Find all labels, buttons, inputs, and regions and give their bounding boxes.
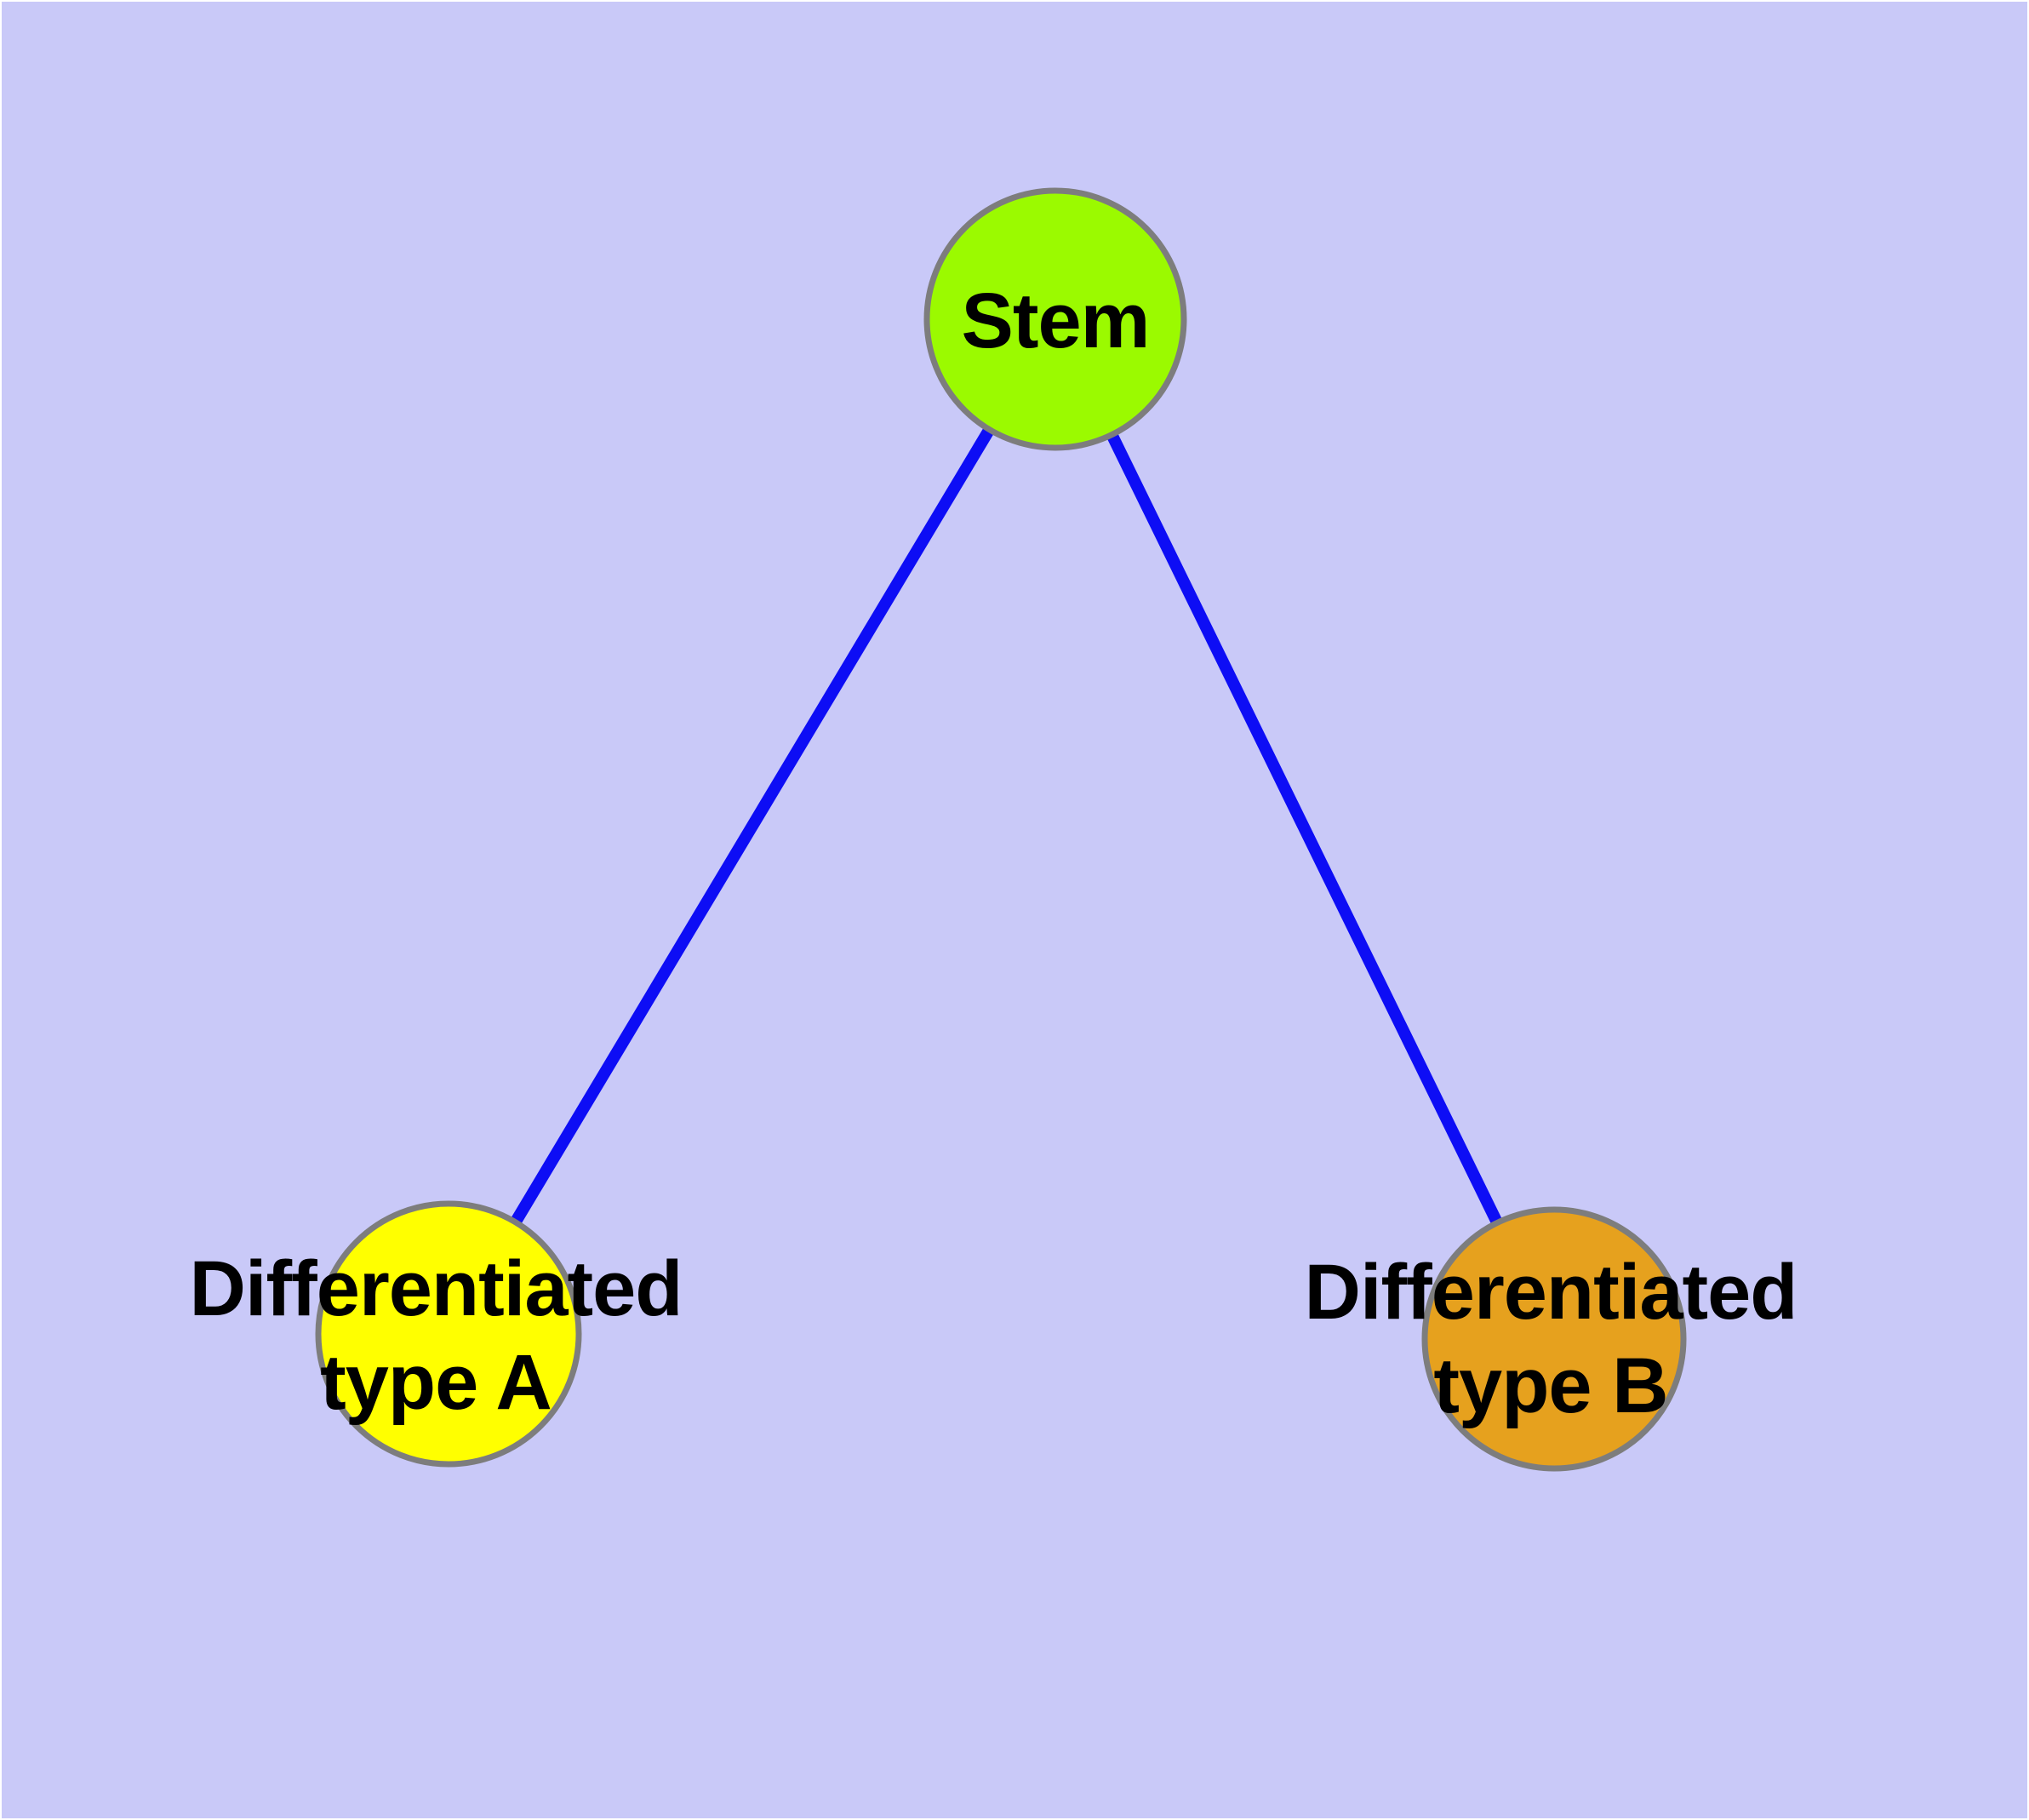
node-stem-label: Stem [961,278,1151,364]
edge-stem-to-type-a [443,316,1061,1337]
node-stem-circle [923,187,1187,451]
node-type-b-label-line2: type B [1433,1342,1668,1429]
edge-stem-to-type-b [1049,316,1560,1342]
node-type-b-label-line1: Differentiated [1304,1249,1798,1336]
node-type-a-circle [315,1200,582,1468]
node-type-b-circle [1421,1206,1687,1472]
node-type-a-label-line1: Differentiated [189,1245,683,1332]
node-type-a-label: Differentiated type A [190,1242,683,1429]
node-type-a-label-line2: type A [320,1339,552,1426]
node-type-b-label: Differentiated type B [1305,1245,1798,1433]
